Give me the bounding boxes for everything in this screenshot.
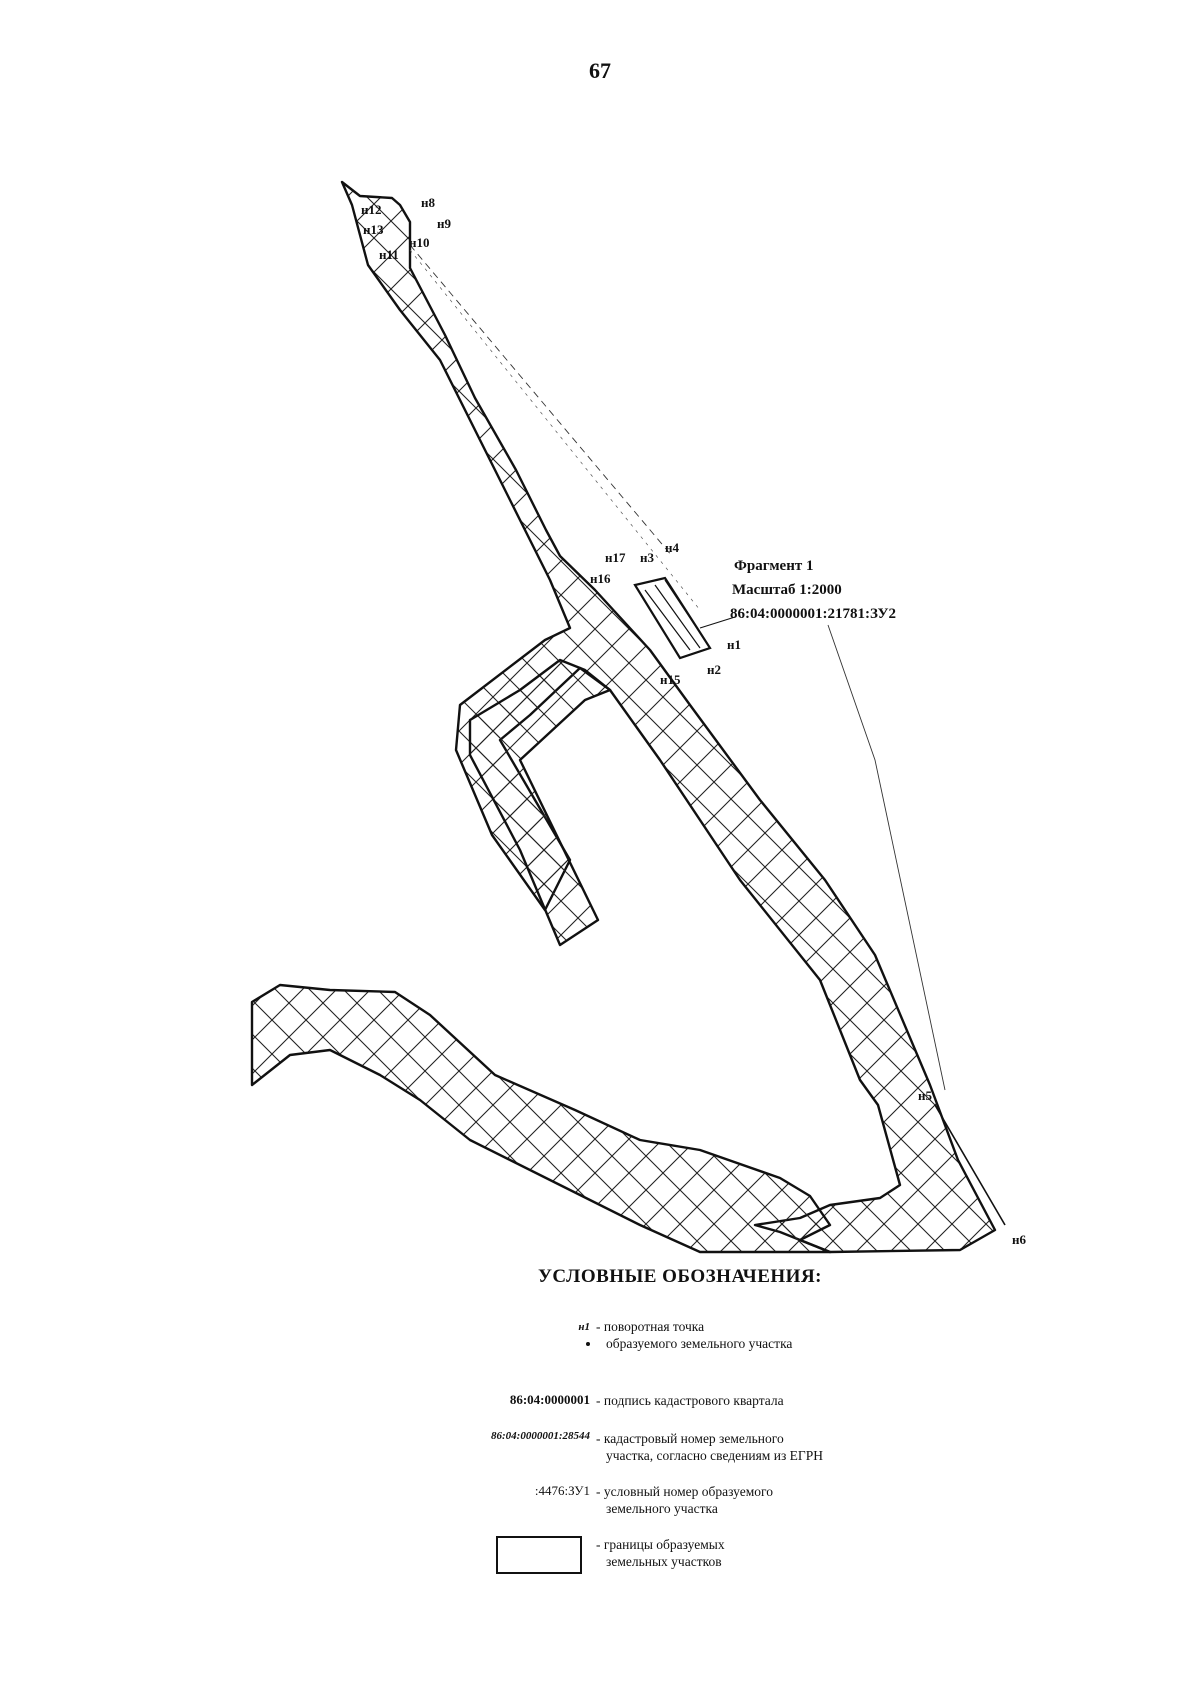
cadastral-map: н12 н8 н9 н13 н10 н11 н17 н3 н4 н16 н1 н… [250,180,1026,1254]
legend-title: УСЛОВНЫЕ ОБОЗНАЧЕНИЯ: [537,1266,822,1287]
label-n11: н11 [379,247,399,262]
legend-desc-4b: земельного участка [606,1501,718,1516]
label-n1: н1 [727,637,741,652]
legend-symbol-point-label: н1 [578,1321,590,1333]
label-n12: н12 [361,202,382,217]
fragment-cadastral-label: 86:04:0000001:21781:ЗУ2 [730,606,896,622]
label-n6: н6 [1012,1232,1026,1247]
parcel-zu2 [633,576,712,660]
legend-desc-5a: - границы образуемых [596,1537,725,1552]
label-n17: н17 [605,550,626,565]
page-number: 67 [589,58,611,83]
legend-item-point: н1 - поворотная точка образуемого земель… [420,1318,980,1368]
label-n3: н3 [640,550,654,565]
label-n13: н13 [363,222,384,237]
parcel-south-band [250,983,832,1254]
leader-line-frag-label [699,616,736,629]
legend-symbol-cadastral-number: 86:04:0000001:28544 [491,1430,590,1442]
legend-desc-5b: земельных участков [606,1554,722,1569]
label-n9: н9 [437,216,451,231]
legend-desc-2a: - подпись кадастрового квартала [596,1393,784,1408]
label-n4: н4 [665,540,679,555]
fragment-title: Фрагмент 1 [734,558,813,574]
legend-item-cadastral-number: 86:04:0000001:28544 - кадастровый номер … [420,1430,980,1480]
legend-desc-3b: участка, согласно сведениям из ЕГРН [606,1448,823,1463]
label-n15: н15 [660,672,681,687]
leader-line-n5-n6 [934,1104,1006,1226]
boundary-box-icon [496,1536,582,1574]
legend-desc-3a: - кадастровый номер земельного [596,1431,784,1446]
leader-dashed-n4-frag [409,249,701,611]
label-n2: н2 [707,662,721,677]
legend-symbol-quarter: 86:04:0000001 [509,1392,590,1407]
label-n8: н8 [421,195,435,210]
legend-desc-1b: образуемого земельного участка [606,1336,793,1351]
legend-symbol-conditional-number: :4476:ЗУ1 [534,1483,590,1498]
label-n5: н5 [918,1088,932,1103]
legend-desc-1a: - поворотная точка [596,1319,705,1334]
point-dot-icon [586,1342,590,1346]
fragment-scale: Масштаб 1:2000 [732,582,842,598]
legend-desc-4a: - условный номер образуемого [596,1484,773,1499]
parcel-main-strip [340,180,997,1254]
parcel-branch [468,658,612,947]
leader-fragment-to-n5 [827,624,946,1091]
legend-item-quarter: 86:04:0000001 - подпись кадастрового ква… [420,1392,980,1442]
leader-dashed-n10-n4 [409,244,673,557]
label-n10: н10 [409,235,430,250]
legend-item-conditional-number: :4476:ЗУ1 - условный номер образуемого з… [420,1483,980,1533]
legend-item-boundary: - границы образуемых земельных участков [420,1536,980,1586]
label-n16: н16 [590,571,611,586]
